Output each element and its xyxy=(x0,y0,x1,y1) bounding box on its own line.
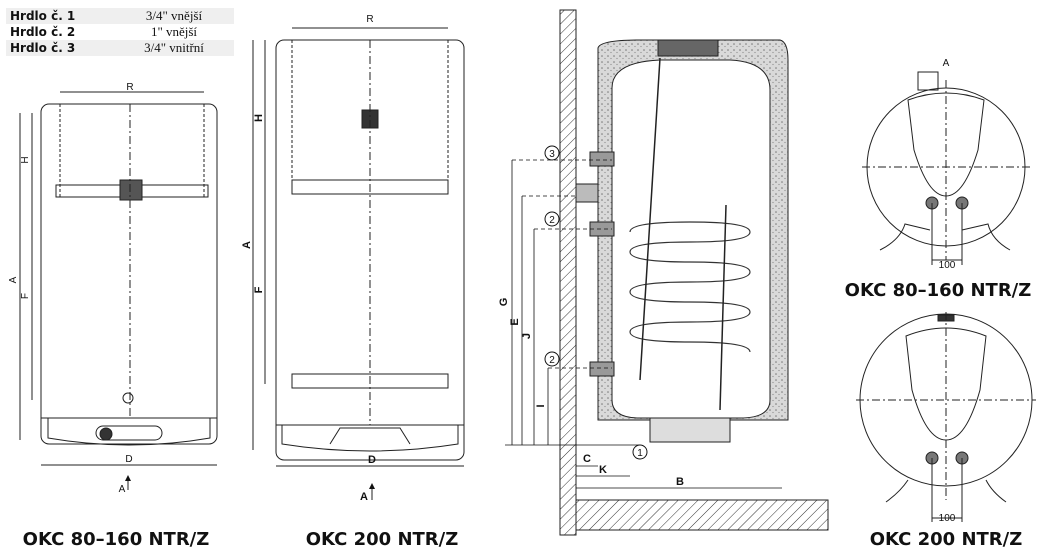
connection-name: Hrdlo č. 2 xyxy=(10,25,76,39)
connection-name: Hrdlo č. 1 xyxy=(6,8,114,24)
port-3 xyxy=(589,151,615,167)
caption-large-front: OKC 200 NTR/Z xyxy=(306,529,459,550)
table-row: Hrdlo č. 2 1" vnější xyxy=(6,24,234,40)
port-callout-1: 1 xyxy=(637,448,643,459)
bottom-cover xyxy=(281,425,459,452)
dim-r-label: R xyxy=(126,82,133,93)
top-flange xyxy=(657,39,719,57)
connection-value: 1" vnější xyxy=(150,24,198,39)
dim-b-label: B xyxy=(676,476,684,488)
spacing-100-label: 100 xyxy=(939,260,956,271)
dim-d-label: D xyxy=(125,454,132,465)
inner-tank xyxy=(611,59,771,419)
port-callout-3: 3 xyxy=(549,149,555,160)
control-panel xyxy=(95,425,163,441)
bottom-view-small xyxy=(862,71,1030,265)
view-a-label: A xyxy=(119,484,126,495)
temp-dial-icon xyxy=(99,427,113,441)
port-2-lower xyxy=(589,361,615,377)
connection-value: 3/4" vnitřní xyxy=(114,40,234,56)
bottom-view-large xyxy=(856,312,1036,522)
dim-g-label: G xyxy=(498,298,510,307)
wall-hatch xyxy=(559,9,577,536)
dim-e-label: E xyxy=(509,318,521,325)
table-row: Hrdlo č. 3 3/4" vnitřní xyxy=(6,40,234,56)
heater-body xyxy=(40,103,218,445)
dim-h-label: H xyxy=(253,114,265,122)
dim-a-label: A xyxy=(8,276,19,283)
control-plate xyxy=(907,92,985,197)
dim-c-label: C xyxy=(583,453,591,465)
caption-small-front: OKC 80–160 NTR/Z xyxy=(23,529,210,550)
floor-hatch xyxy=(575,499,829,531)
table-row: Hrdlo č. 1 3/4" vnější xyxy=(6,8,234,24)
section-view xyxy=(505,9,829,536)
port-callouts: 3 2 2 1 xyxy=(544,145,648,460)
view-a-label: A xyxy=(943,58,950,69)
anode-plug xyxy=(122,392,134,404)
mount-leg-right xyxy=(961,223,1011,251)
top-connector xyxy=(917,71,939,91)
dim-k-label: K xyxy=(599,464,607,476)
connections-table: Hrdlo č. 1 3/4" vnější Hrdlo č. 2 1" vně… xyxy=(6,8,234,56)
spacing-100-label: 100 xyxy=(939,513,956,524)
connection-value: 3/4" vnější xyxy=(114,8,234,24)
control-unit xyxy=(649,417,731,443)
dim-h-label: H xyxy=(20,156,31,163)
dim-a-label: A xyxy=(241,241,253,249)
front-view-small xyxy=(19,91,218,490)
bottom-cover xyxy=(47,418,211,446)
dim-j-label: J xyxy=(521,333,533,339)
control-panel xyxy=(329,427,411,445)
dim-i-label: I xyxy=(535,404,547,407)
dim-f-label: F xyxy=(253,286,265,293)
caption-large-bottom: OKC 200 NTR/Z xyxy=(870,529,1023,550)
dim-r-label: R xyxy=(366,14,373,25)
front-view-large xyxy=(252,27,465,500)
wall-bracket xyxy=(575,183,599,203)
heating-coil xyxy=(629,221,751,353)
dim-f-label: F xyxy=(20,293,31,299)
caption-small-bottom: OKC 80–160 NTR/Z xyxy=(845,280,1032,301)
mount-leg-right xyxy=(985,479,1007,503)
mount-leg-left xyxy=(885,479,909,503)
port-callout-2b: 2 xyxy=(549,355,555,366)
thermostat-knob xyxy=(119,179,143,201)
port-callout-2a: 2 xyxy=(549,215,555,226)
connection-name: Hrdlo č. 3 xyxy=(6,40,114,56)
view-a-label: A xyxy=(360,491,368,503)
dim-d-label: D xyxy=(368,454,376,466)
mount-leg-left xyxy=(879,223,931,251)
